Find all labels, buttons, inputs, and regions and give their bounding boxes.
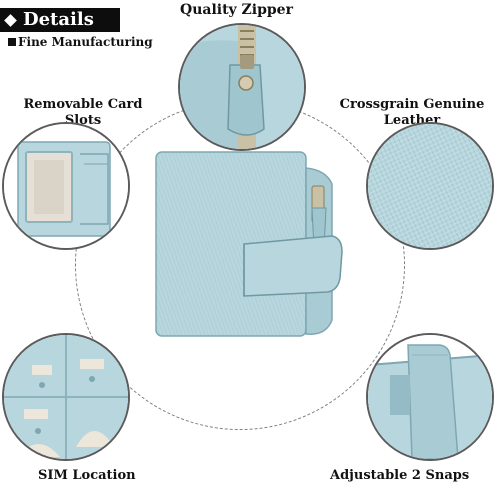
subheading-text: Fine Manufacturing xyxy=(18,35,153,49)
wallet-product-image xyxy=(155,151,343,337)
details-banner: Details xyxy=(0,8,120,32)
zipper-detail-circle xyxy=(178,23,306,151)
card-slots-detail-circle xyxy=(2,122,130,250)
snap-closeup-image xyxy=(368,335,492,459)
card-slots-closeup-image xyxy=(4,124,128,248)
label-adjustable-snaps: Adjustable 2 Snaps xyxy=(330,468,470,483)
zipper-closeup-image xyxy=(180,25,304,149)
details-title: Details xyxy=(23,9,94,30)
subheading: Fine Manufacturing xyxy=(8,35,153,49)
label-removable-card-slots: Removable Card Slots xyxy=(23,97,143,128)
leather-detail-circle xyxy=(366,122,494,250)
square-bullet-icon xyxy=(8,38,16,46)
label-quality-zipper: Quality Zipper xyxy=(180,2,293,18)
diamond-icon xyxy=(4,13,17,27)
sim-location-detail-circle xyxy=(2,333,130,461)
leather-texture-image xyxy=(368,124,492,248)
sim-slots-closeup-image xyxy=(4,335,128,459)
label-sim-location: SIM Location xyxy=(38,468,136,483)
snaps-detail-circle xyxy=(366,333,494,461)
